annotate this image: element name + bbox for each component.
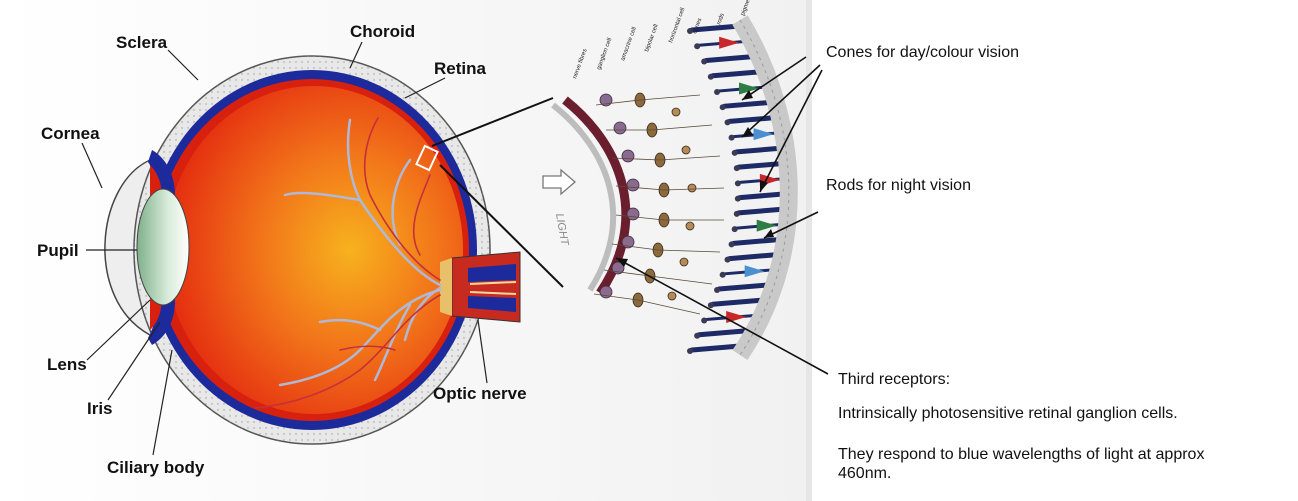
label-optic-nerve: Optic nerve xyxy=(433,384,527,403)
label-pupil: Pupil xyxy=(37,241,79,260)
photoreceptor-nucleus xyxy=(701,58,707,64)
photoreceptor-nucleus xyxy=(720,272,726,278)
photoreceptor-nucleus xyxy=(687,348,693,354)
photoreceptor-nucleus xyxy=(714,287,720,293)
photoreceptor-nucleus xyxy=(720,104,726,110)
lens xyxy=(137,189,189,305)
photoreceptor-nucleus xyxy=(725,119,731,125)
annotation-ipRGC-description: Intrinsically photosensitive retinal gan… xyxy=(838,405,1178,422)
photoreceptor-nucleus xyxy=(735,180,741,186)
annotation-rods: Rods for night vision xyxy=(826,177,971,194)
photoreceptor-nucleus xyxy=(701,318,707,324)
label-sclera: Sclera xyxy=(116,33,168,52)
photoreceptor-nucleus xyxy=(694,43,700,49)
photoreceptor-nucleus xyxy=(732,226,738,232)
photoreceptor-nucleus xyxy=(734,211,740,217)
photoreceptor-nucleus xyxy=(729,241,735,247)
annotation-third-receptors-title: Third receptors: xyxy=(838,371,950,388)
photoreceptor-nucleus xyxy=(732,150,738,156)
optic-nerve xyxy=(440,252,520,322)
photoreceptor-nucleus xyxy=(725,257,731,263)
annotation-cones: Cones for day/colour vision xyxy=(826,44,1019,61)
label-ciliary-body: Ciliary body xyxy=(107,458,205,477)
photoreceptor-nucleus xyxy=(708,302,714,308)
photoreceptor-nucleus xyxy=(735,196,741,202)
label-retina: Retina xyxy=(434,59,487,78)
label-iris: Iris xyxy=(87,399,113,418)
label-choroid: Choroid xyxy=(350,22,415,41)
annotation-blue-wavelength-line2: 460nm. xyxy=(838,465,891,482)
annotation-blue-wavelength-line1: They respond to blue wavelengths of ligh… xyxy=(838,446,1204,463)
label-cornea: Cornea xyxy=(41,124,100,143)
photoreceptor-nucleus xyxy=(708,74,714,80)
label-lens: Lens xyxy=(47,355,87,374)
photoreceptor-nucleus xyxy=(714,89,720,95)
photoreceptor-nucleus xyxy=(734,165,740,171)
photoreceptor-nucleus xyxy=(694,333,700,339)
photoreceptor-nucleus xyxy=(729,135,735,141)
